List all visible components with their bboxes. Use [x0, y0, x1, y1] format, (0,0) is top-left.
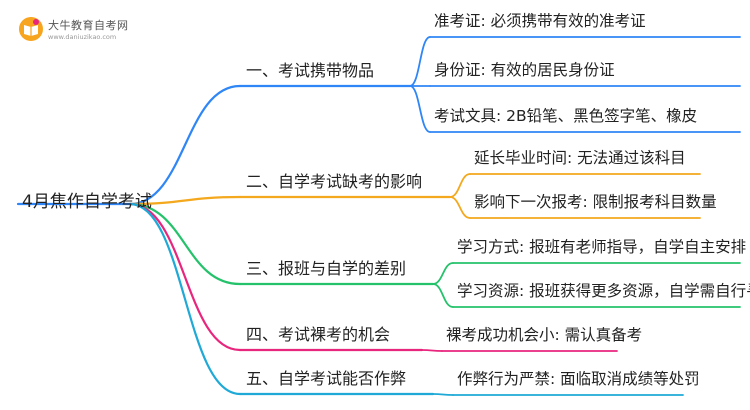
leaf-link-2-1 — [449, 173, 471, 198]
leaf-1-1: 准考证: 必须携带有效的准考证 — [434, 12, 646, 30]
leaf-2-1: 延长毕业时间: 无法通过该科目 — [474, 149, 686, 167]
leaf-4-1: 裸考成功机会小: 需认真备考 — [446, 326, 643, 344]
book-icon — [19, 17, 43, 41]
leaf-link-3-2 — [432, 283, 454, 308]
root-link-3 — [128, 202, 242, 286]
root-link-4 — [128, 202, 242, 352]
logo-url: www.daniuzikao.com — [48, 33, 117, 41]
branch-1-label: 一、考试携带物品 — [246, 61, 375, 80]
root-node: 4月焦作自学考试 — [22, 192, 152, 212]
site-logo: 大牛教育自考网 www.daniuzikao.com — [14, 10, 139, 48]
root-link-5 — [128, 202, 242, 396]
leaf-1-3: 考试文具: 2B铅笔、黑色签字笔、橡皮 — [434, 107, 698, 125]
leaf-link-2-2 — [449, 196, 471, 219]
leaf-link-3-1 — [432, 262, 454, 285]
branch-2-label: 二、自学考试缺考的影响 — [246, 172, 423, 191]
leaf-2-2: 影响下一次报考: 限制报考科目数量 — [474, 193, 717, 211]
leaf-link-1-3 — [409, 85, 431, 133]
leaf-1-2: 身份证: 有效的居民身份证 — [434, 61, 615, 79]
branch-4-label: 四、考试裸考的机会 — [246, 325, 391, 344]
leaf-link-4-1 — [421, 349, 443, 352]
root-link-1 — [128, 84, 242, 206]
leaf-link-5-1 — [432, 393, 454, 396]
branch-3-label: 三、报班与自学的差别 — [246, 259, 407, 278]
root-link-2 — [128, 195, 242, 206]
leaf-3-2: 学习资源: 报班获得更多资源，自学需自行寻找 — [457, 282, 750, 300]
leaf-5-1: 作弊行为严禁: 面临取消成绩等处罚 — [457, 370, 700, 388]
leaf-3-1: 学习方式: 报班有老师指导，自学自主安排 — [457, 238, 747, 256]
logo-title: 大牛教育自考网 — [48, 19, 129, 32]
leaf-link-1-1 — [409, 36, 431, 87]
branch-5-label: 五、自学考试能否作弊 — [246, 369, 407, 388]
